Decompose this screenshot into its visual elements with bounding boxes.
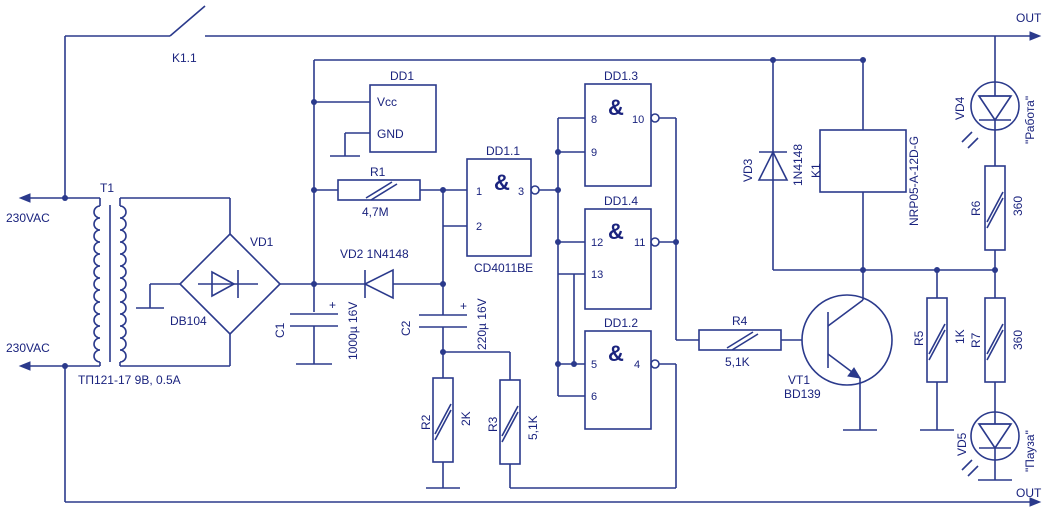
vcc-label: Vcc	[377, 95, 397, 109]
resistor-r2	[426, 377, 460, 489]
dd11-pin3: 3	[518, 186, 524, 198]
gnd-label: GND	[377, 127, 404, 141]
bottom-out-line	[65, 497, 1042, 507]
ac-bottom-label: 230VAC	[6, 341, 50, 355]
gate-dd12	[584, 330, 676, 430]
r6-value: 360	[1011, 196, 1025, 216]
c1-label: C1	[273, 322, 287, 338]
vt1-label: VT1	[788, 373, 810, 387]
resistor-r4	[698, 329, 828, 351]
gate-bus	[555, 117, 585, 397]
vt1-value: BD139	[784, 387, 821, 401]
dd11-pin1: 1	[476, 186, 482, 198]
r5-value: 1K	[953, 329, 967, 344]
gate-dd14	[584, 208, 676, 310]
dd11-label: DD1.1	[486, 144, 520, 158]
bridge-vd1	[136, 198, 365, 366]
dd14-label: DD1.4	[604, 194, 638, 208]
dd12-amp: &	[608, 341, 624, 366]
dd14-amp: &	[608, 219, 624, 244]
r1-value: 4,7M	[362, 205, 389, 219]
r7-value: 360	[1011, 330, 1025, 350]
dd12-label: DD1.2	[604, 316, 638, 330]
dd12-pin5: 5	[591, 359, 597, 371]
r7-label: R7	[969, 332, 983, 348]
r2-label: R2	[419, 414, 433, 430]
r2-value: 2K	[459, 411, 473, 426]
dd13-label: DD1.3	[604, 69, 638, 83]
vd1-label: VD1	[250, 235, 274, 249]
vd2-label: VD2 1N4148	[340, 247, 409, 261]
vd4-value: "Работа"	[1023, 96, 1037, 144]
r3-value: 5,1K	[526, 415, 540, 440]
r3-label: R3	[486, 416, 500, 432]
c1-value: 1000µ 16V	[346, 302, 360, 360]
led-vd5	[961, 410, 1020, 481]
resistor-r5	[920, 270, 954, 431]
ac-input	[18, 193, 100, 502]
transistor-vt1	[801, 270, 893, 431]
capacitor-c1	[290, 313, 338, 365]
vd4-label: VD4	[953, 96, 967, 120]
dd13-amp: &	[608, 95, 624, 120]
dd14-pin12: 12	[591, 237, 603, 249]
r4-value: 5,1K	[725, 355, 750, 369]
capacitor-c2	[419, 190, 511, 380]
db104-label: DB104	[170, 314, 207, 328]
output-tie	[673, 118, 699, 341]
dd1-power	[314, 84, 437, 157]
relay-k1	[757, 57, 998, 273]
k11-label: K1.1	[172, 51, 197, 65]
resistor-r6	[984, 165, 1006, 270]
resistor-r1	[314, 179, 467, 201]
cd4011-label: CD4011BE	[474, 261, 533, 275]
vd3-label: VD3	[741, 158, 755, 182]
out-top-arrow	[1029, 31, 1042, 41]
gate-dd13	[584, 83, 676, 187]
c2-label: C2	[399, 320, 413, 336]
vd3-value: 1N4148	[791, 144, 805, 186]
c2-value: 220µ 16V	[475, 298, 489, 350]
k1-label: K1	[809, 163, 823, 178]
dd13-pin10: 10	[632, 114, 644, 126]
r6-label: R6	[969, 200, 983, 216]
resistor-r7	[984, 270, 1006, 410]
dd12-pin4: 4	[634, 359, 640, 371]
top-out-line	[64, 5, 1042, 198]
led-vd4	[961, 36, 1020, 166]
r1-label: R1	[370, 165, 386, 179]
dd1-label: DD1	[390, 69, 414, 83]
dd14-pin11: 11	[634, 237, 645, 249]
vd5-value: "Пауза"	[1023, 430, 1037, 472]
k1-value: NRP05-A-12D-G	[907, 136, 921, 226]
dd12-pin6: 6	[591, 391, 597, 403]
ac-top-label: 230VAC	[6, 211, 50, 225]
r4-label: R4	[732, 314, 748, 328]
dd11-pin2: 2	[476, 221, 482, 233]
dd13-pin9: 9	[591, 147, 597, 159]
dd11-amp: &	[494, 170, 510, 195]
t1-desc: ТП121-17 9В, 0.5А	[78, 373, 181, 387]
c1-plus: +	[329, 298, 336, 312]
r5-label: R5	[912, 330, 926, 346]
gate-dd11	[443, 158, 558, 257]
dd13-pin8: 8	[591, 114, 597, 126]
resistor-r3	[499, 364, 677, 489]
dd14-pin13: 13	[591, 269, 603, 281]
out-bottom-arrow	[1029, 497, 1042, 507]
vd5-label: VD5	[955, 432, 969, 456]
out-bottom-label: OUT	[1016, 486, 1042, 500]
diode-vd2	[363, 268, 446, 300]
t1-label: T1	[100, 181, 114, 195]
out-top-label: OUT	[1016, 11, 1042, 25]
transformer-t1	[93, 197, 230, 367]
c2-plus: +	[460, 299, 467, 313]
